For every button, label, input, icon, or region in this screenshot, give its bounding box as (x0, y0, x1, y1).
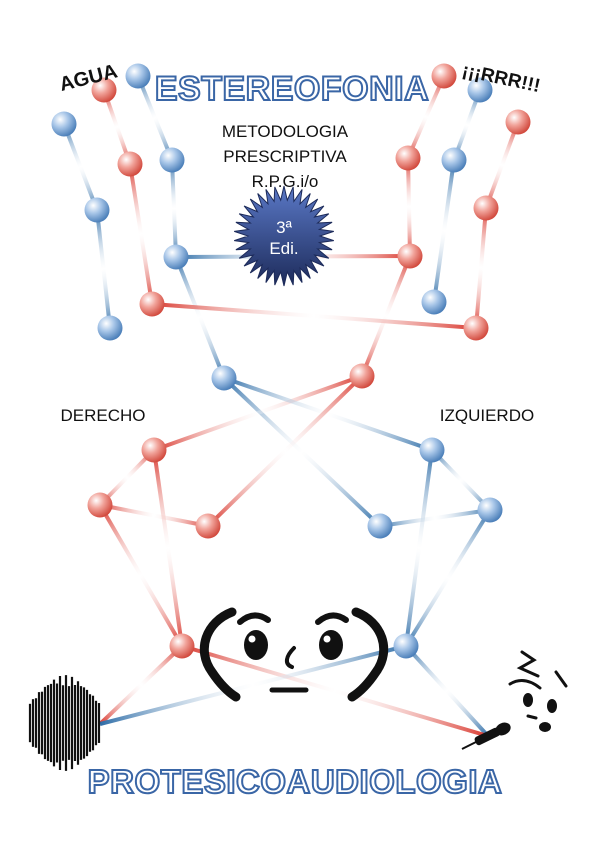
blue-sphere-node (84, 197, 110, 223)
blue-sphere-node (125, 63, 151, 89)
blue-sphere-node (163, 244, 189, 270)
sphere-nodes (51, 63, 531, 659)
blue-sphere-node (467, 77, 493, 103)
microphone-icon (461, 722, 511, 750)
link-line (379, 508, 491, 528)
blue-sphere-node (441, 147, 467, 173)
link-line (99, 644, 407, 726)
bottom-title: PROTESICOAUDIOLOGIA (88, 763, 503, 800)
red-sphere-node (169, 633, 195, 659)
red-sphere-node (141, 437, 167, 463)
red-sphere-node (349, 363, 375, 389)
link-line (404, 449, 434, 647)
link-line (98, 448, 156, 507)
link-line (222, 376, 382, 528)
link-line (151, 302, 477, 330)
red-sphere-node (395, 145, 421, 171)
link-line (174, 256, 226, 379)
badge-line-2: Edi. (269, 239, 298, 258)
link-line (206, 374, 364, 528)
red-sphere-node (505, 109, 531, 135)
title-estereofonia: ESTEREOFONIA (155, 70, 429, 108)
blue-sphere-node (393, 633, 419, 659)
link-line (406, 75, 446, 159)
red-sphere-node (431, 63, 457, 89)
edition-badge: 3ª Edi. (234, 185, 334, 287)
blue-sphere-node (97, 315, 123, 341)
link-line (102, 89, 132, 165)
singing-face-icon (508, 650, 568, 732)
link-line (99, 503, 209, 528)
badge-line-1: 3ª (276, 218, 292, 237)
face-with-hands-on-ears-icon (199, 607, 389, 702)
link-line (484, 121, 520, 209)
subtitle-line-2: PRESCRIPTIVA (223, 147, 347, 166)
link-line (95, 209, 112, 329)
blue-sphere-node (211, 365, 237, 391)
red-sphere-node (117, 151, 143, 177)
subtitle-line-3: R.P.G.i/o (252, 172, 319, 191)
link-lines (62, 75, 520, 738)
red-sphere-node (139, 291, 165, 317)
link-line (152, 449, 184, 647)
link-line (128, 163, 154, 305)
red-sphere-node (91, 77, 117, 103)
subtitle-line-1: METODOLOGIA (222, 122, 349, 141)
blue-sphere-node (367, 513, 393, 539)
label-izquierdo: IZQUIERDO (440, 406, 534, 425)
link-line (136, 75, 174, 161)
link-line (430, 448, 492, 512)
sound-wave-icon (28, 675, 101, 771)
link-line (223, 376, 433, 452)
link-line (432, 159, 456, 303)
red-sphere-node (195, 513, 221, 539)
link-line (153, 374, 363, 452)
label-derecho: DERECHO (60, 406, 145, 425)
red-sphere-node (473, 195, 499, 221)
red-sphere-node (87, 492, 113, 518)
link-line (360, 255, 412, 377)
link-line (98, 644, 184, 726)
blue-sphere-node (477, 497, 503, 523)
link-line (474, 207, 488, 329)
link-line (170, 159, 178, 258)
link-line (406, 157, 412, 257)
red-sphere-node (397, 243, 423, 269)
red-sphere-node (463, 315, 489, 341)
blue-sphere-node (159, 147, 185, 173)
link-line (404, 508, 492, 648)
blue-sphere-node (51, 111, 77, 137)
blue-sphere-node (419, 437, 445, 463)
blue-sphere-node (421, 289, 447, 315)
link-line (404, 644, 490, 738)
link-line (98, 503, 184, 648)
link-line (62, 123, 99, 211)
link-line (181, 644, 489, 738)
